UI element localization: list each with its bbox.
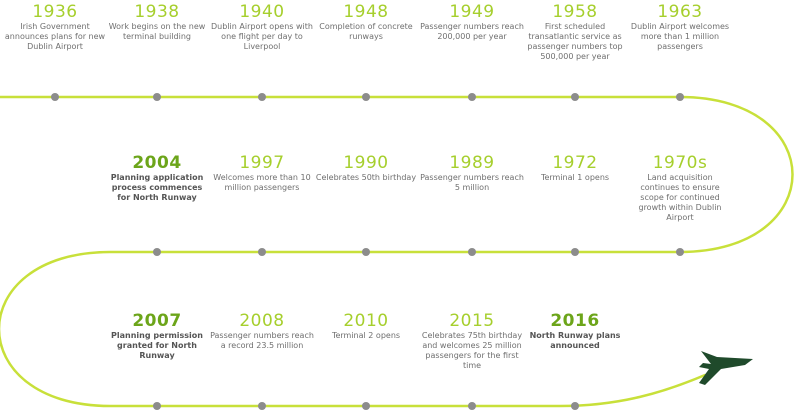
event-description: Dublin Airport welcomes more than 1 mill… xyxy=(630,22,730,51)
event-year: 2016 xyxy=(550,311,600,331)
event-description: Terminal 2 opens xyxy=(331,331,401,340)
airplane-icon xyxy=(699,351,753,385)
event-year: 1989 xyxy=(449,153,495,173)
event-description: First scheduled transatlantic service as… xyxy=(527,22,623,61)
timeline-dot xyxy=(676,248,684,256)
timeline-dot xyxy=(153,402,161,410)
event-year: 1949 xyxy=(449,2,495,22)
timeline-dot xyxy=(362,248,370,256)
event-description: Celebrates 50th birthday xyxy=(315,173,417,182)
event-year: 1948 xyxy=(343,2,389,22)
event-year: 1963 xyxy=(657,2,703,22)
event-year: 1997 xyxy=(239,153,285,173)
event-description: Terminal 1 opens xyxy=(540,173,610,182)
timeline-dot xyxy=(258,248,266,256)
event-year: 1940 xyxy=(239,2,285,22)
event-year: 1990 xyxy=(343,153,389,173)
event-year: 1970s xyxy=(652,153,708,173)
timeline-dot xyxy=(468,248,476,256)
event-year: 2007 xyxy=(132,311,182,331)
timeline-dot xyxy=(362,402,370,410)
event-description: Land acquisition continues to ensure sco… xyxy=(638,173,722,222)
timeline-dot xyxy=(258,93,266,101)
timeline-dot xyxy=(468,402,476,410)
event-year: 1936 xyxy=(32,2,78,22)
event-description: Passenger numbers reach 200,000 per year xyxy=(420,22,524,41)
timeline-dot xyxy=(258,402,266,410)
timeline-dot xyxy=(571,402,579,410)
timeline-dot xyxy=(51,93,59,101)
event-description: Dublin Airport opens with one flight per… xyxy=(211,22,313,51)
event-year: 2010 xyxy=(343,311,389,331)
event-description: Welcomes more than 10 million passengers xyxy=(213,173,311,192)
event-year: 2008 xyxy=(239,311,285,331)
event-year: 1938 xyxy=(134,2,180,22)
timeline-dot xyxy=(153,248,161,256)
timeline-dot xyxy=(571,93,579,101)
event-description: North Runway plans announced xyxy=(529,331,621,350)
timeline-dot xyxy=(571,248,579,256)
event-description: Work begins on the new terminal building xyxy=(108,22,206,41)
event-year: 2015 xyxy=(449,311,495,331)
event-year: 1972 xyxy=(552,153,598,173)
event-description: Planning application process commences f… xyxy=(110,173,204,202)
event-description: Irish Government announces plans for new… xyxy=(4,22,106,51)
timeline-dot xyxy=(362,93,370,101)
timeline-dot xyxy=(153,93,161,101)
event-description: Celebrates 75th birthday and welcomes 25… xyxy=(421,331,523,370)
event-description: Passenger numbers reach a record 23.5 mi… xyxy=(210,331,314,350)
event-year: 1958 xyxy=(552,2,598,22)
event-description: Passenger numbers reach 5 million xyxy=(420,173,524,192)
event-description: Completion of concrete runways xyxy=(319,22,413,41)
event-year: 2004 xyxy=(132,153,182,173)
event-description: Planning permission granted for North Ru… xyxy=(111,331,203,360)
timeline-dot xyxy=(468,93,476,101)
timeline-dot xyxy=(676,93,684,101)
